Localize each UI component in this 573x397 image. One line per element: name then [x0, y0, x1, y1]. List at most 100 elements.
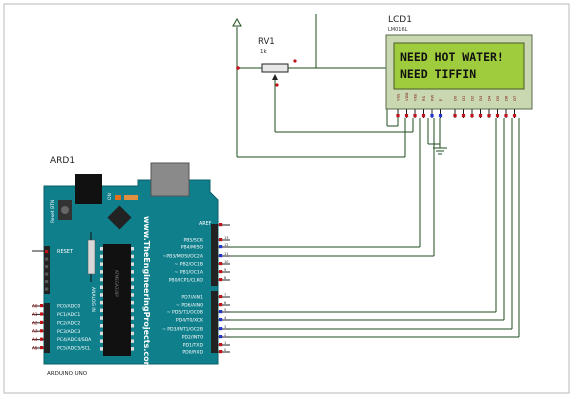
lcd-pin-e[interactable]: E	[438, 98, 443, 118]
potentiometer[interactable]: RV1 1k	[236, 37, 297, 87]
chip-label: ATMEGA328P	[114, 270, 119, 297]
sheet-border	[3, 3, 570, 394]
power-symbol	[232, 17, 242, 27]
lcd-pin-d2[interactable]: D2	[470, 95, 475, 118]
chip-pin	[100, 316, 103, 320]
analog-pin-label: PC4/ADC4/SDA	[57, 337, 92, 343]
lcd-module[interactable]: LCD1 LM016L NEED HOT WATER! NEED TIFFIN …	[385, 15, 533, 118]
aref-label: AREF	[199, 221, 212, 227]
lcd-pin-marker	[478, 114, 483, 118]
lcd-pin-vdd[interactable]: VDD	[404, 92, 409, 118]
digital-pin-marker	[219, 335, 223, 339]
digital-pin-number: 6	[224, 301, 226, 305]
lcd-pin-vee[interactable]: VEE	[413, 93, 418, 118]
lcd-pin-vss[interactable]: VSS	[396, 93, 401, 118]
lcd-pin-label: VEE	[413, 93, 418, 101]
pot-body	[261, 63, 289, 73]
lcd-pin-marker	[438, 114, 443, 118]
digital-pin-marker	[219, 295, 223, 299]
chip-pin	[100, 277, 103, 282]
pot-value: 1k	[260, 49, 267, 55]
lcd-pin-marker	[453, 114, 457, 118]
atmega-chip	[103, 244, 131, 356]
chip-pin	[131, 254, 134, 259]
analog-pin-number: A5	[32, 346, 38, 351]
power-led	[124, 195, 138, 200]
chip-pin	[100, 247, 103, 251]
reset-btn-label: Reset BTN	[50, 200, 56, 223]
left-header-analog	[44, 303, 50, 353]
lcd-pin-marker	[487, 114, 491, 118]
digital-pin-label: ~ PD6/AIN0	[176, 303, 203, 309]
on-led	[115, 195, 121, 200]
lcd-pin-d1[interactable]: D1	[461, 95, 466, 118]
lcd-pin-marker	[470, 114, 474, 118]
digital-pin-label: PB5/SCK	[183, 238, 204, 244]
digital-pin-number: 3	[224, 325, 226, 329]
lcd-pin-d3[interactable]: D3	[478, 95, 483, 118]
digital-pin-marker	[219, 278, 223, 282]
analog-pin-number: A3	[32, 329, 38, 334]
analog-pin-marker	[40, 329, 44, 333]
digital-pin-6[interactable]: ~ PD6/AIN0 6	[176, 301, 230, 309]
arduino-board[interactable]: ARD1 Reset BTN ON www.TheEngineeringProj…	[32, 156, 230, 377]
lcd-pin-d7[interactable]: D7	[512, 95, 517, 118]
digital-pin-label: PD1/TXD	[183, 343, 204, 349]
chip-pin	[131, 262, 134, 266]
lcd-pin-d5[interactable]: D5	[495, 95, 500, 118]
lcd-pin-label: RW	[430, 95, 435, 101]
lcd-pin-label: VDD	[404, 92, 409, 101]
digital-pin-label: PB4/MISO	[181, 245, 204, 251]
lcd-part: LM016L	[388, 27, 408, 33]
digital-pin-marker	[219, 262, 223, 266]
lcd-pin-marker	[504, 114, 508, 118]
power-jack	[75, 174, 102, 204]
lcd-pin-label: D0	[453, 95, 458, 101]
lcd-pin-rs[interactable]: RS	[421, 95, 426, 118]
power-header-pin	[45, 287, 49, 291]
digital-pin-marker	[219, 343, 223, 347]
digital-pin-marker	[219, 350, 223, 354]
lcd-pin-d6[interactable]: D6	[504, 95, 509, 118]
lcd-pin-label: D5	[495, 95, 500, 101]
digital-pin-number: 13	[224, 236, 228, 240]
digital-pin-13[interactable]: PB5/SCK 13	[183, 236, 230, 244]
analog-pin-label: PC1/ADC1	[57, 312, 80, 318]
digital-pin-label: PD2/INT0	[182, 335, 203, 341]
ground-symbol	[433, 147, 447, 155]
lcd-pin-rw[interactable]: RW	[430, 95, 435, 118]
chip-pins-left	[100, 247, 103, 351]
chip-pin	[131, 316, 134, 320]
chip-pin	[100, 347, 103, 351]
lcd-pin-label: D6	[504, 95, 509, 101]
aref-pin[interactable]	[218, 223, 230, 227]
lcd-pin-d4[interactable]: D4	[487, 95, 492, 118]
wires	[230, 14, 520, 338]
pot-ref: RV1	[258, 37, 275, 47]
lcd-pin-d0[interactable]: D0	[453, 95, 458, 118]
lcd-pin-marker	[413, 114, 417, 118]
chip-pin	[100, 270, 103, 274]
power-header-pin	[45, 257, 49, 261]
